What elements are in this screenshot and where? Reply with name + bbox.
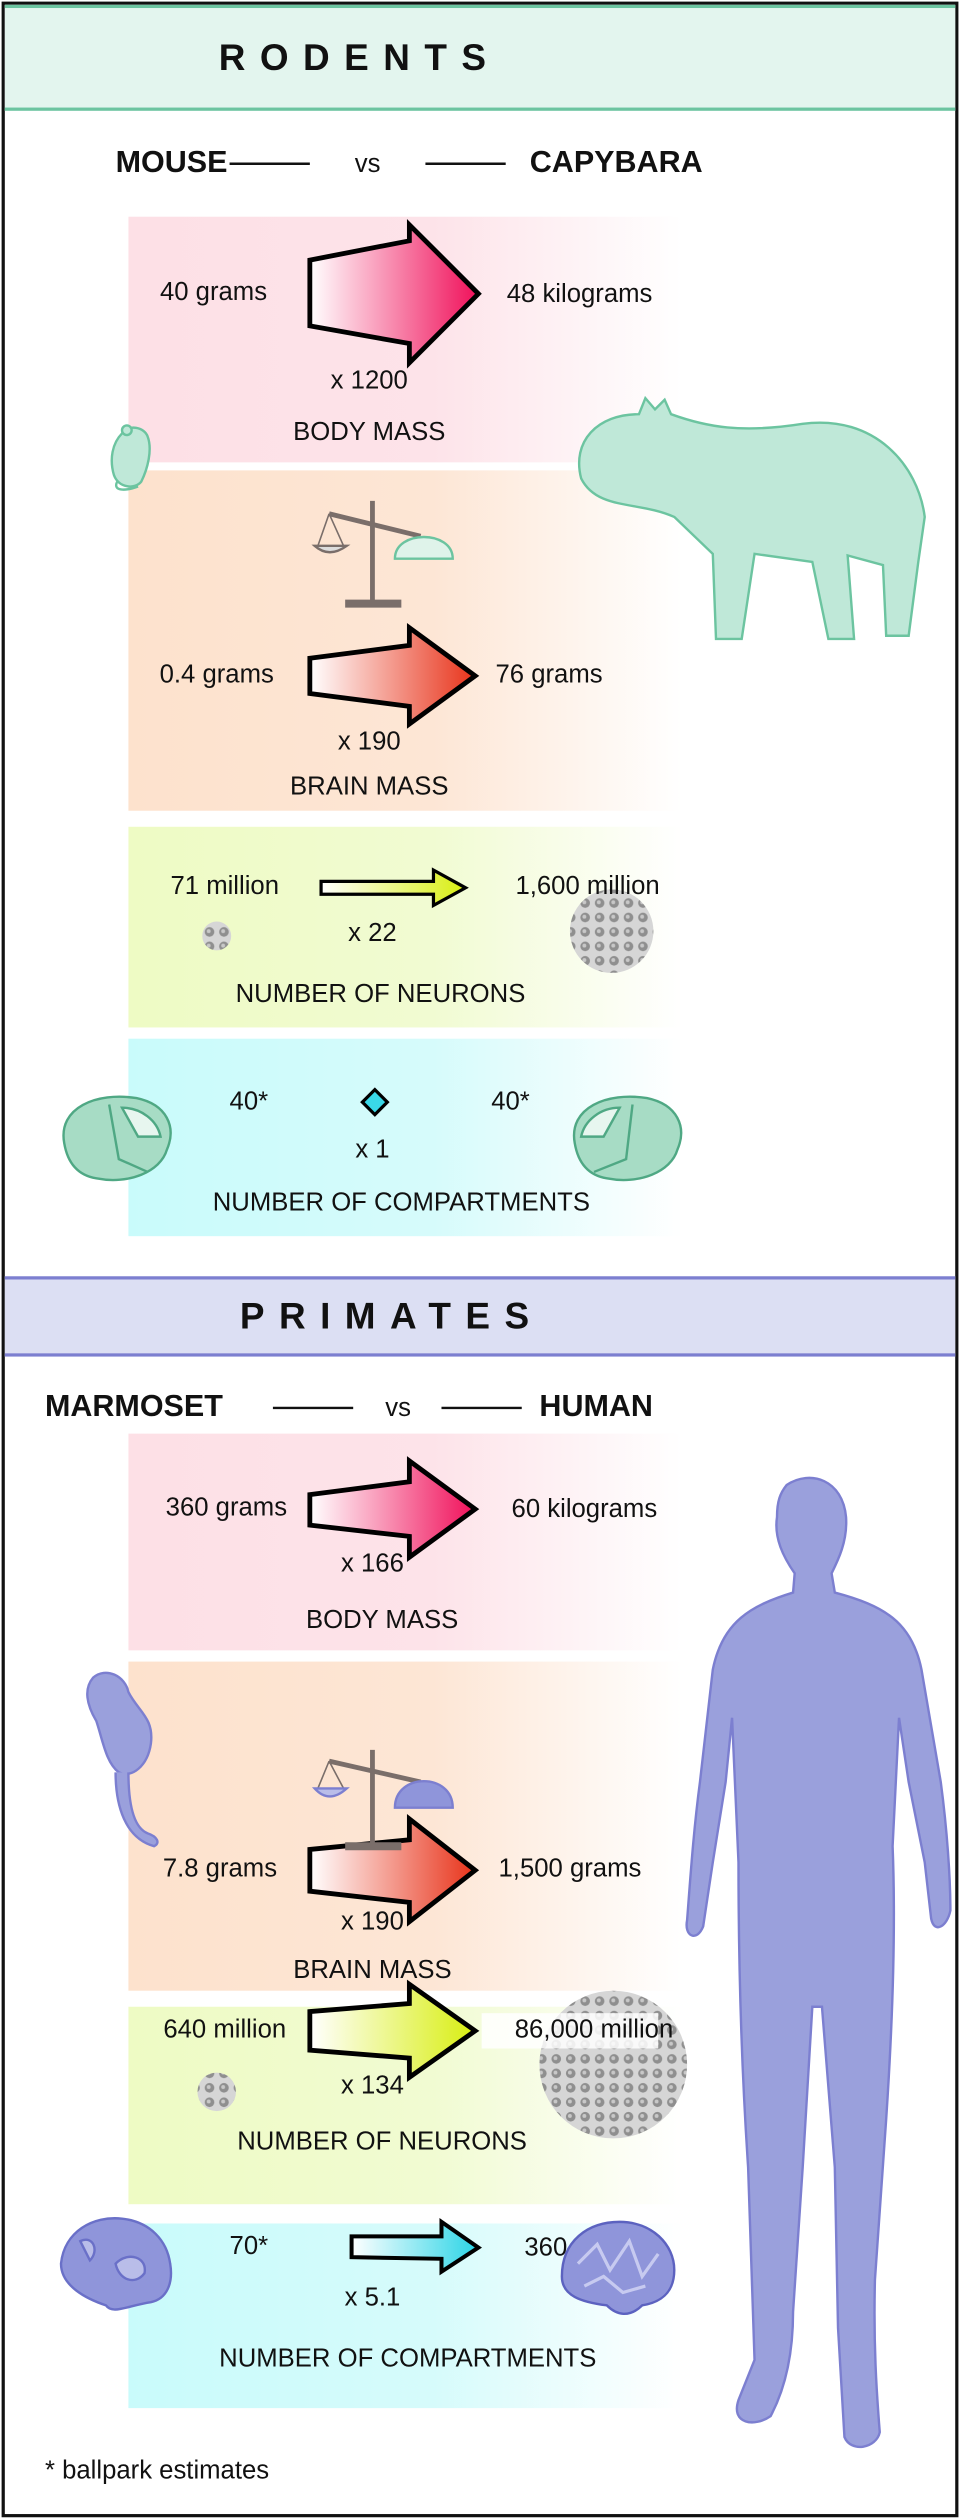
brain-mass-arrow-icon bbox=[307, 1813, 480, 1927]
marmoset-brain-icon bbox=[59, 2217, 173, 2311]
rodents-header bbox=[4, 4, 956, 111]
body-mass-to: 60 kilograms bbox=[511, 1496, 658, 1524]
brain-mass-label: BRAIN MASS bbox=[293, 1956, 452, 1985]
neuron-cluster-large-icon bbox=[569, 889, 654, 973]
compartments-arrow-icon bbox=[349, 2218, 483, 2276]
neurons-label: NUMBER OF NEURONS bbox=[235, 980, 526, 1009]
primates-header bbox=[4, 1276, 956, 1357]
species-left: MOUSE bbox=[115, 146, 228, 180]
brain-mass-to: 76 grams bbox=[495, 661, 603, 689]
body-mass-factor: x 1200 bbox=[330, 367, 408, 395]
human-brain-icon bbox=[560, 2220, 676, 2315]
vs-label: vs bbox=[354, 150, 381, 179]
body-mass-label: BODY MASS bbox=[305, 1607, 459, 1635]
brain-mass-from: 0.4 grams bbox=[159, 661, 274, 689]
section-title-primates: PRIMATES bbox=[239, 1294, 544, 1337]
neurons-to: 1,600 million bbox=[515, 873, 660, 901]
body-mass-arrow-icon bbox=[307, 1456, 480, 1562]
neurons-factor: x 134 bbox=[341, 2072, 404, 2100]
neurons-to: 86,000 million bbox=[514, 2016, 674, 2044]
brain-mass-to: 1,500 grams bbox=[498, 1855, 642, 1884]
neurons-from: 71 million bbox=[170, 873, 280, 901]
neurons-arrow-icon bbox=[319, 867, 469, 909]
footnote: * ballpark estimates bbox=[44, 2457, 270, 2486]
vs-label: vs bbox=[385, 1395, 411, 1423]
neuron-cluster-small-icon bbox=[197, 2072, 236, 2112]
balance-scale-icon bbox=[311, 1749, 454, 1851]
label-backdrop bbox=[481, 2013, 659, 2049]
body-mass-from: 40 grams bbox=[159, 279, 268, 307]
neurons-arrow-icon bbox=[307, 1979, 480, 2083]
rodent-brain-left-icon bbox=[62, 1095, 172, 1182]
primate-brain-mass-panel bbox=[128, 1661, 683, 1991]
capybara-icon bbox=[578, 395, 926, 641]
body-mass-to: 48 kilograms bbox=[506, 280, 653, 309]
brain-mass-label: BRAIN MASS bbox=[290, 773, 449, 802]
rodent-brain-right-icon bbox=[572, 1095, 683, 1182]
brain-mass-arrow-icon bbox=[307, 622, 480, 729]
body-mass-factor: x 166 bbox=[341, 1550, 404, 1579]
compartments-label: NUMBER OF COMPARTMENTS bbox=[219, 2345, 597, 2373]
brain-mass-factor: x 190 bbox=[337, 728, 401, 757]
neuron-cluster-small-icon bbox=[202, 921, 232, 951]
compartments-label: NUMBER OF COMPARTMENTS bbox=[212, 1189, 590, 1217]
body-mass-from: 360 grams bbox=[165, 1494, 288, 1522]
species-right: HUMAN bbox=[539, 1390, 653, 1424]
balance-scale-icon bbox=[311, 500, 454, 608]
section-title-rodents: RODENTS bbox=[218, 36, 501, 78]
compartments-from: 40* bbox=[229, 1088, 269, 1116]
species-right: CAPYBARA bbox=[529, 146, 703, 180]
human-icon bbox=[685, 1476, 952, 2448]
body-mass-label: BODY MASS bbox=[293, 419, 446, 447]
brain-mass-from: 7.8 grams bbox=[162, 1855, 278, 1884]
neurons-label: NUMBER OF NEURONS bbox=[237, 2128, 527, 2157]
rodent-brain-mass-panel bbox=[128, 470, 683, 811]
marmoset-icon bbox=[86, 1671, 159, 1848]
compartments-factor: x 1 bbox=[355, 1136, 390, 1164]
no-change-diamond-icon bbox=[360, 1087, 390, 1117]
mouse-icon bbox=[110, 424, 151, 491]
neuron-cluster-large-icon bbox=[539, 1990, 688, 2139]
neurons-from: 640 million bbox=[163, 2016, 287, 2044]
compartments-to: 360 bbox=[524, 2234, 568, 2263]
compartments-factor: x 5.1 bbox=[344, 2284, 401, 2312]
compartments-from: 70* bbox=[229, 2233, 269, 2261]
neurons-factor: x 22 bbox=[348, 919, 397, 948]
species-left: MARMOSET bbox=[44, 1390, 223, 1424]
brain-mass-factor: x 190 bbox=[341, 1908, 404, 1937]
primate-body-mass-panel bbox=[128, 1433, 683, 1651]
body-mass-arrow-icon bbox=[307, 218, 482, 369]
compartments-to: 40* bbox=[491, 1088, 530, 1116]
